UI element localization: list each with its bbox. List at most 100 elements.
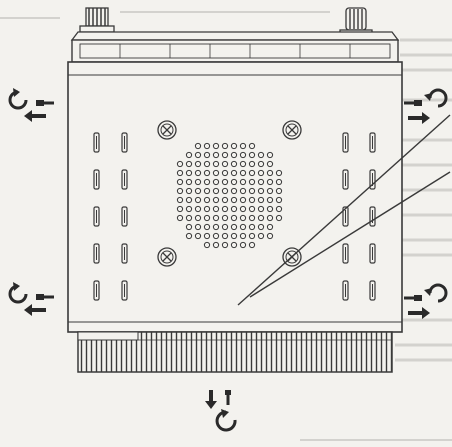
screw-removal-right-upper xyxy=(404,88,448,124)
grille-hole xyxy=(212,214,220,222)
grille-hole xyxy=(266,160,274,168)
callout-lines xyxy=(237,114,451,306)
pull-out-arrow-icon xyxy=(205,390,217,409)
grille-hole xyxy=(266,232,274,240)
grille-hole xyxy=(185,187,193,195)
rotate-counterclockwise-icon xyxy=(8,284,28,304)
grille-hole xyxy=(266,205,274,213)
grille-hole xyxy=(176,196,184,204)
grille-hole xyxy=(248,214,256,222)
screw-icon xyxy=(404,100,422,106)
grille-hole xyxy=(257,169,265,177)
grille-hole xyxy=(239,205,247,213)
grille-hole xyxy=(275,178,283,186)
grille-hole xyxy=(203,241,211,249)
grille-hole xyxy=(203,160,211,168)
grille-hole xyxy=(239,187,247,195)
grille-hole xyxy=(248,232,256,240)
grille-hole xyxy=(194,214,202,222)
grille-hole xyxy=(248,178,256,186)
grille-hole xyxy=(176,169,184,177)
grille-hole xyxy=(212,205,220,213)
grille-hole xyxy=(230,169,238,177)
pull-out-arrow-icon xyxy=(408,112,430,124)
grille-hole xyxy=(194,178,202,186)
grille-hole xyxy=(257,178,265,186)
grille-hole xyxy=(248,169,256,177)
grille-hole xyxy=(203,205,211,213)
grille-hole xyxy=(185,223,193,231)
grille-hole xyxy=(176,187,184,195)
grille-hole xyxy=(239,160,247,168)
pull-out-arrow-icon xyxy=(24,304,46,316)
grille-hole xyxy=(275,214,283,222)
grille-hole xyxy=(212,178,220,186)
grille-hole xyxy=(239,241,247,249)
grille-hole xyxy=(239,142,247,150)
grille-hole xyxy=(275,187,283,195)
grille-hole xyxy=(266,187,274,195)
screw-icon xyxy=(225,390,231,405)
panel-screw-top-left xyxy=(157,120,177,140)
grille-hole xyxy=(203,214,211,222)
grille-hole xyxy=(275,196,283,204)
grille-hole xyxy=(194,232,202,240)
grille-hole xyxy=(212,187,220,195)
heat-sink xyxy=(77,331,393,373)
rotate-counterclockwise-icon xyxy=(428,283,448,303)
left-knob xyxy=(79,7,115,33)
grille-hole xyxy=(194,142,202,150)
rotate-counterclockwise-icon xyxy=(8,90,28,110)
grille-hole xyxy=(230,160,238,168)
grille-hole xyxy=(248,187,256,195)
grille-hole xyxy=(221,214,229,222)
grille-hole xyxy=(239,151,247,159)
grille-hole xyxy=(221,187,229,195)
grille-hole xyxy=(185,178,193,186)
pull-out-arrow-icon xyxy=(408,307,430,319)
panel-screw-bottom-left xyxy=(157,247,177,267)
grille-hole xyxy=(257,223,265,231)
grille-hole xyxy=(194,160,202,168)
grille-hole xyxy=(221,160,229,168)
screw-icon xyxy=(36,294,54,300)
grille-hole xyxy=(230,214,238,222)
grille-hole xyxy=(185,214,193,222)
grille-hole xyxy=(212,241,220,249)
grille-hole xyxy=(185,151,193,159)
grille-hole xyxy=(230,187,238,195)
grille-hole xyxy=(176,178,184,186)
grille-hole xyxy=(221,232,229,240)
grille-hole xyxy=(212,160,220,168)
grille-hole xyxy=(248,205,256,213)
grille-hole xyxy=(257,232,265,240)
front-panel-edge xyxy=(70,31,400,63)
screw-removal-right-lower xyxy=(404,283,448,319)
grille-hole xyxy=(257,151,265,159)
screw-icon xyxy=(404,295,422,301)
grille-hole xyxy=(194,169,202,177)
grille-hole xyxy=(221,205,229,213)
grille-hole xyxy=(257,160,265,168)
grille-hole xyxy=(212,196,220,204)
grille-hole xyxy=(239,223,247,231)
grille-hole xyxy=(212,232,220,240)
grille-hole xyxy=(212,223,220,231)
grille-hole xyxy=(239,196,247,204)
grille-hole xyxy=(230,205,238,213)
screw-removal-left-lower xyxy=(8,282,54,316)
grille-hole xyxy=(266,169,274,177)
grille-hole xyxy=(221,223,229,231)
rotate-counterclockwise-icon xyxy=(215,410,237,432)
grille-hole xyxy=(185,160,193,168)
grille-hole xyxy=(194,151,202,159)
grille-hole xyxy=(266,196,274,204)
grille-hole xyxy=(176,160,184,168)
grille-hole xyxy=(203,169,211,177)
grille-hole xyxy=(203,196,211,204)
grille-hole xyxy=(248,151,256,159)
grille-hole xyxy=(221,178,229,186)
grille-hole xyxy=(212,169,220,177)
grille-hole xyxy=(185,205,193,213)
